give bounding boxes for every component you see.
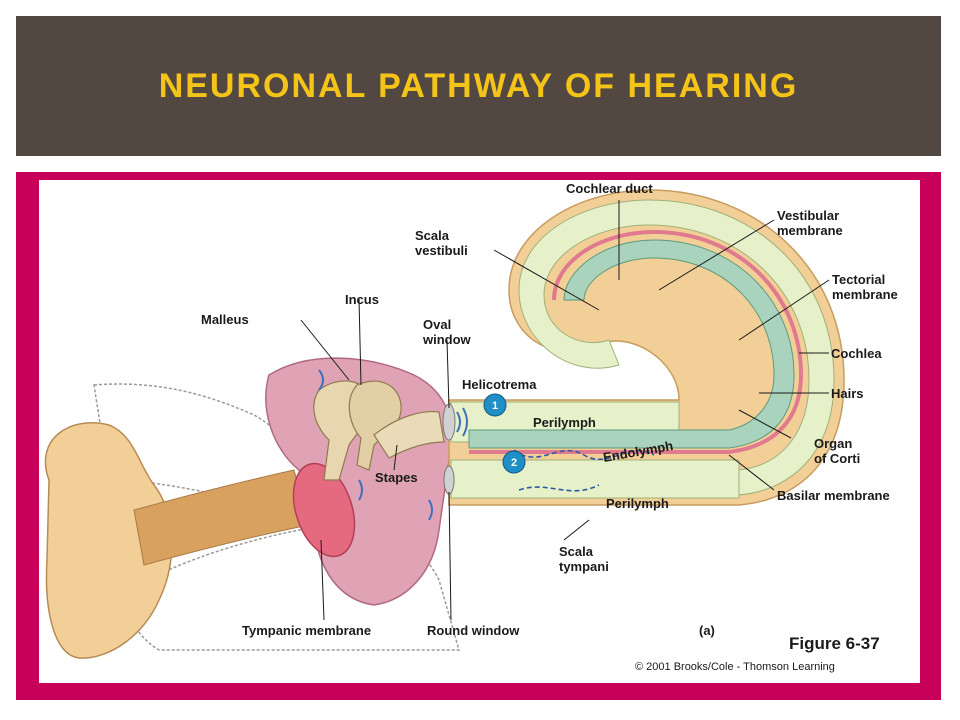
label-hairs: Hairs — [831, 386, 864, 401]
label-organ-of-corti: Organ of Corti — [814, 436, 860, 466]
title-bar: NEURONAL PATHWAY OF HEARING — [16, 16, 941, 156]
ear-diagram: 1 2 Cochlear duct Scala — [39, 180, 920, 683]
marker-1: 1 — [483, 393, 507, 417]
label-stapes: Stapes — [375, 470, 418, 485]
ear-diagram-svg: 1 2 Cochlear duct Scala — [44, 181, 898, 673]
label-scala-tympani: Scala tympani — [559, 544, 609, 574]
label-basilar-membrane: Basilar membrane — [777, 488, 890, 503]
label-panel: (a) — [699, 623, 715, 638]
tympanic-membrane-shape — [292, 462, 356, 558]
scala-tympani-shape — [450, 459, 740, 499]
label-cochlea: Cochlea — [831, 346, 882, 361]
label-tectorial-membrane: Tectorial membrane — [832, 272, 898, 302]
stapes-shape — [373, 411, 445, 459]
label-malleus: Malleus — [201, 312, 249, 327]
oval-window-shape — [442, 403, 456, 441]
slide-title: NEURONAL PATHWAY OF HEARING — [158, 66, 799, 105]
marker-2: 2 — [502, 450, 526, 474]
cochlear-duct-shape — [468, 239, 795, 449]
label-round-window: Round window — [427, 623, 520, 638]
leader-lines — [300, 200, 830, 621]
label-tympanic-membrane: Tympanic membrane — [242, 623, 371, 638]
copyright: © 2001 Brooks/Cole - Thomson Learning — [635, 661, 835, 673]
label-incus: Incus — [345, 292, 379, 307]
pathway-dashed — [513, 449, 655, 492]
scala-vestibuli-curve — [518, 199, 835, 496]
label-perilymph-bottom: Perilymph — [606, 496, 669, 511]
label-oval-window: Oval window — [422, 317, 472, 347]
label-vestibular-membrane: Vestibular membrane — [777, 208, 843, 238]
label-perilymph-top: Perilymph — [533, 415, 596, 430]
figure-number: Figure 6-37 — [789, 634, 880, 653]
svg-text:1: 1 — [492, 400, 498, 412]
sound-waves — [318, 369, 468, 521]
round-window-shape — [443, 465, 455, 495]
label-helicotrema: Helicotrema — [462, 377, 537, 392]
basilar-membrane-line — [469, 229, 804, 454]
label-scala-vestibuli: Scala vestibuli — [415, 228, 468, 258]
svg-text:2: 2 — [511, 457, 517, 469]
label-cochlear-duct: Cochlear duct — [566, 181, 653, 196]
